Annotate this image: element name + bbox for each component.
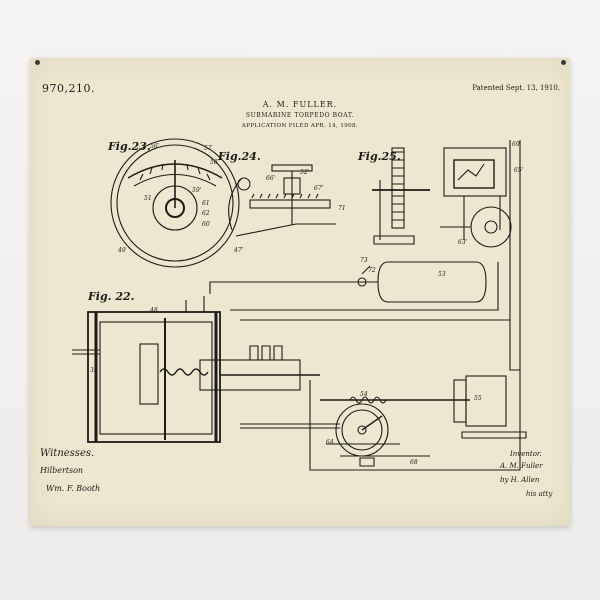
attorney-role: his atty xyxy=(526,490,553,498)
figure-25-label: Fig.25. xyxy=(358,150,401,163)
label-35: 35 xyxy=(90,367,98,374)
patent-number: 970,210. xyxy=(42,82,95,95)
label-64: 64 xyxy=(326,439,334,446)
switch-box xyxy=(440,140,521,390)
label-48: 48 xyxy=(149,307,158,314)
filing-date: APPLICATION FILED APR. 14, 1908. xyxy=(241,123,359,129)
label-62: 62 xyxy=(202,210,210,217)
label-61: 61 xyxy=(202,200,210,207)
inventor-heading: Inventor. xyxy=(510,450,542,458)
label-71: 71 xyxy=(338,205,346,212)
label-65: 65' xyxy=(514,167,524,174)
label-58: 58 xyxy=(210,159,218,166)
attorney-signature: by H. Allen xyxy=(500,476,540,484)
patent-title: SUBMARINE TORPEDO BOAT. xyxy=(245,112,355,119)
figure-22-label: Fig. 22. xyxy=(88,290,135,303)
witness-signature-2: Wm. F. Booth xyxy=(46,484,101,493)
witness-signature-1: Hilbertson xyxy=(40,466,84,475)
label-60: 60 xyxy=(202,221,210,228)
label-56: 56' xyxy=(150,143,160,150)
label-53: 53 xyxy=(438,271,446,278)
wall-pin-right xyxy=(561,60,566,65)
air-tank xyxy=(209,261,510,321)
label-51: 51 xyxy=(144,195,152,202)
tapestry xyxy=(30,58,570,526)
fig24-mechanism xyxy=(228,164,336,237)
label-66: 66' xyxy=(266,175,276,182)
fig25-gear xyxy=(372,147,430,245)
label-52: 52' xyxy=(300,169,310,176)
drive-assembly xyxy=(240,375,527,471)
fig22-cylinder xyxy=(72,296,320,443)
label-59: 59' xyxy=(192,187,202,194)
label-69: 69 xyxy=(512,141,520,148)
label-63: 63' xyxy=(458,239,468,246)
label-54: 54 xyxy=(360,391,368,398)
patented-date: Patented Sept. 13, 1910. xyxy=(472,84,560,92)
fig23-dial xyxy=(110,138,240,268)
label-67: 67' xyxy=(314,185,324,192)
label-72: 72 xyxy=(368,267,376,274)
inventor-name: A. M. FULLER. xyxy=(262,100,338,109)
witnesses-heading: Witnesses. xyxy=(40,448,95,459)
label-49: 49 xyxy=(117,247,126,254)
label-47: 47' xyxy=(233,247,244,254)
wall-pin-left xyxy=(35,60,40,65)
label-55: 55 xyxy=(474,395,482,402)
label-57: 57 xyxy=(204,145,212,152)
label-68: 68 xyxy=(410,459,418,466)
figure-24-label: Fig.24. xyxy=(218,150,261,163)
label-73: 73 xyxy=(360,257,368,264)
inventor-signature: A. M. Fuller xyxy=(500,462,543,470)
